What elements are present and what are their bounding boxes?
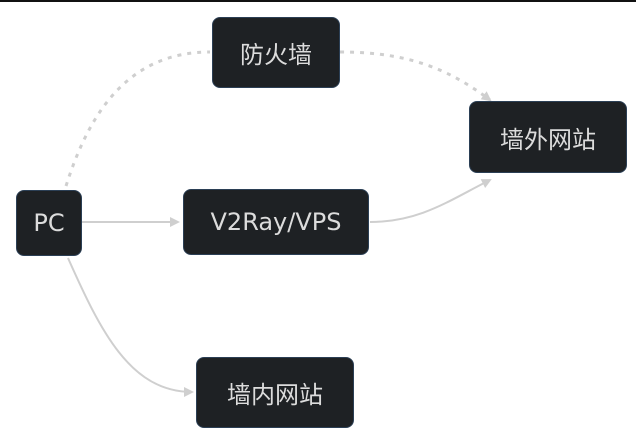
node-inside-label: 墙内网站: [227, 381, 323, 409]
node-firewall-label: 防火墙: [240, 41, 312, 69]
node-outside-website[interactable]: 墙外网站: [469, 101, 627, 173]
node-v2ray-vps[interactable]: V2Ray/VPS: [183, 189, 369, 255]
edge-pc-inside: [67, 257, 194, 397]
node-outside-label: 墙外网站: [500, 125, 596, 154]
node-firewall[interactable]: 防火墙: [212, 17, 340, 88]
node-inside-website[interactable]: 墙内网站: [196, 357, 354, 428]
node-v2ray-label: V2Ray/VPS: [210, 208, 342, 236]
edge-pc-firewall: [64, 50, 211, 187]
node-pc-label: PC: [33, 209, 65, 237]
edge-v2ray-outside: [369, 179, 492, 223]
edge-firewall-outside: [339, 50, 492, 102]
node-pc[interactable]: PC: [16, 190, 82, 256]
top-border: [0, 0, 636, 2]
